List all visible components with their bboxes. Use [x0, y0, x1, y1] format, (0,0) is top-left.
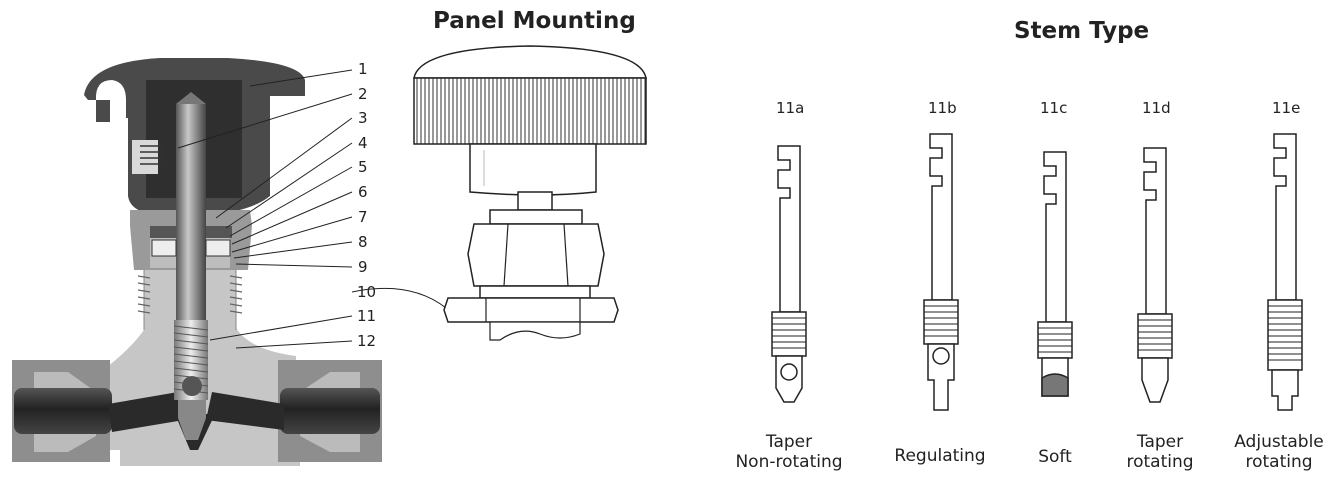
callout-8: 8	[358, 233, 368, 251]
stem-caption-11c: Soft	[1020, 447, 1090, 467]
stem-caption-11d: Taper rotating	[1110, 432, 1210, 472]
callout-12: 12	[357, 332, 377, 350]
stem-drawings	[771, 133, 1303, 411]
callout-4: 4	[358, 134, 368, 152]
panel-mounting-drawing	[413, 45, 647, 341]
stem-caption-line: Soft	[1038, 447, 1072, 467]
stem-code-11e: 11e	[1272, 99, 1301, 117]
stem-11a-drawing	[771, 145, 807, 403]
callout-7: 7	[358, 208, 368, 226]
stem-caption-line: Non-rotating	[735, 452, 843, 472]
stem-caption-line: rotating	[1126, 452, 1194, 472]
panel-mounting-title: Panel Mounting	[433, 8, 636, 34]
callout-10: 10	[357, 283, 377, 301]
stem-caption-11a: Taper Non-rotating	[710, 432, 868, 472]
callout-leaders	[177, 69, 447, 349]
stem-caption-line: Taper	[765, 432, 813, 452]
stem-code-11a: 11a	[776, 99, 805, 117]
callout-3: 3	[358, 109, 368, 127]
stem-caption-line: Regulating	[894, 446, 986, 466]
stem-11d-drawing	[1137, 147, 1173, 403]
stem-caption-line: Adjustable	[1234, 432, 1324, 452]
stem-11e-drawing	[1267, 133, 1303, 411]
stem-code-11c: 11c	[1040, 99, 1068, 117]
stem-type-title: Stem Type	[1014, 18, 1150, 44]
stem-caption-line: Taper	[1136, 432, 1184, 452]
callout-11: 11	[357, 307, 377, 325]
stem-11c-drawing	[1037, 151, 1073, 397]
stem-caption-line: rotating	[1245, 452, 1313, 472]
callout-5: 5	[358, 158, 368, 176]
stem-code-11b: 11b	[928, 99, 957, 117]
callout-2: 2	[358, 85, 368, 103]
stem-caption-11e: Adjustable rotating	[1222, 432, 1336, 472]
stem-11b-drawing	[923, 133, 959, 411]
valve-cross-section	[12, 58, 382, 466]
stem-caption-11b: Regulating	[880, 446, 1000, 466]
callout-6: 6	[358, 183, 368, 201]
callout-1: 1	[358, 60, 368, 78]
stem-code-11d: 11d	[1142, 99, 1171, 117]
callout-9: 9	[358, 258, 368, 276]
stem	[176, 104, 206, 344]
